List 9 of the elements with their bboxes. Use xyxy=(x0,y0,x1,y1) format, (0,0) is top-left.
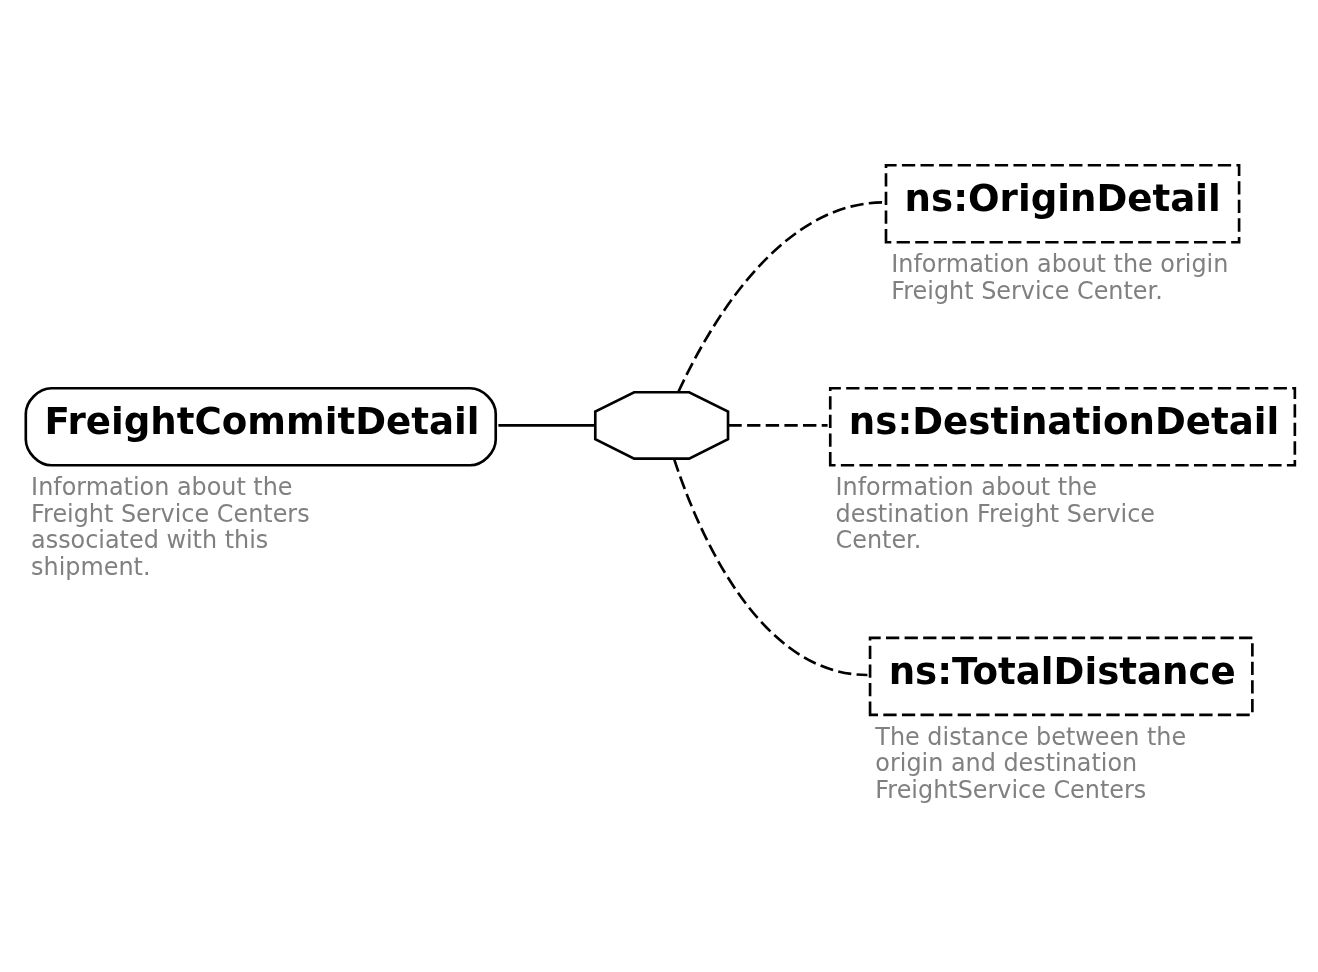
connector xyxy=(728,423,828,427)
node-label: Information about the destination Freight Service Center. xyxy=(835,472,1155,554)
node-label: Information about the origin Freight Service Center. xyxy=(891,249,1229,305)
node-label: The distance between the origin and destination FreightService Centers xyxy=(875,722,1187,804)
node-octagon xyxy=(593,390,730,460)
connector xyxy=(672,458,868,676)
connector xyxy=(498,423,595,427)
node-label: Information about the Freight Service Centers associated with this shipment. xyxy=(31,472,310,581)
connector xyxy=(677,200,884,392)
